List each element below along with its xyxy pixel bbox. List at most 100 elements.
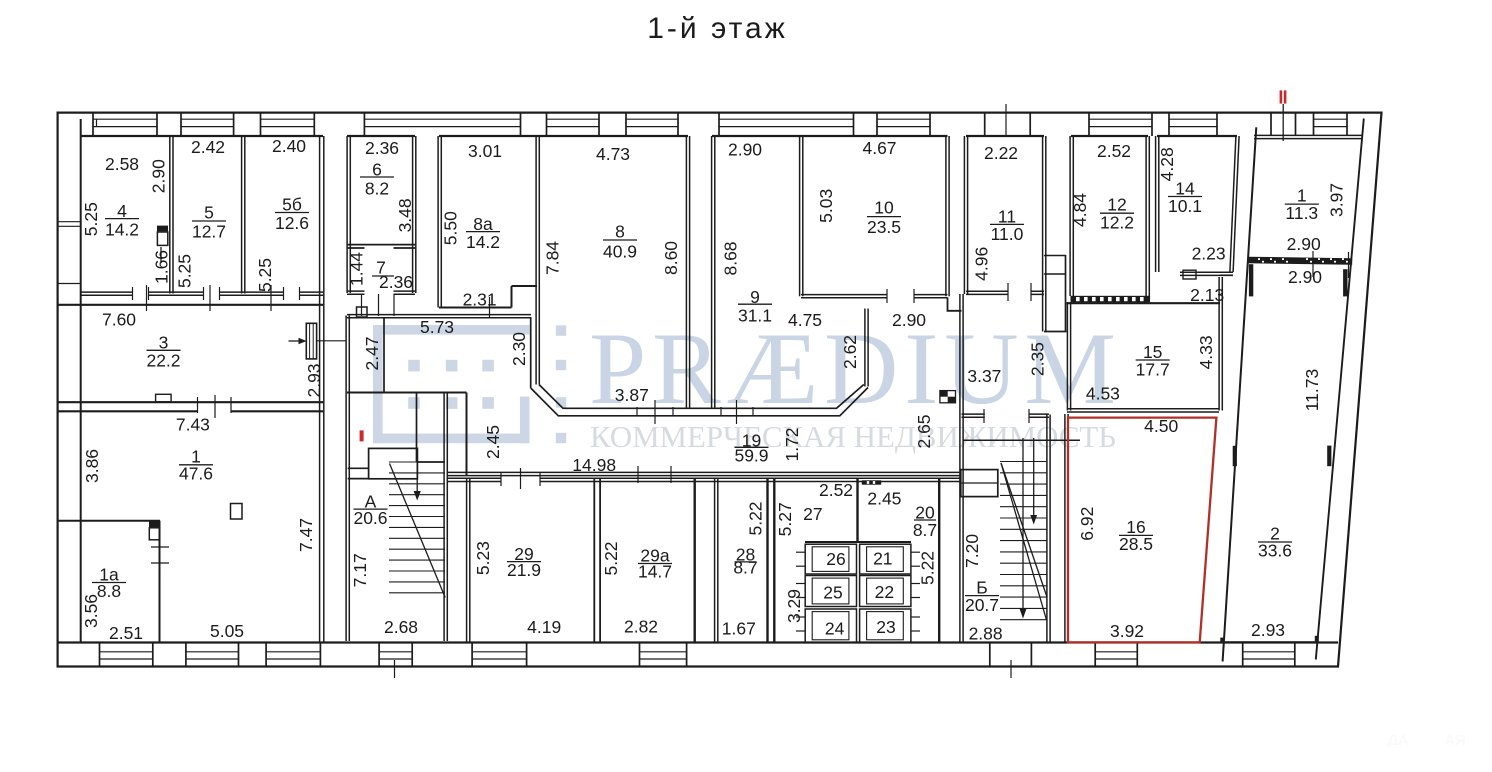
svg-text:7.20: 7.20 — [962, 534, 982, 568]
svg-text:3.86: 3.86 — [82, 449, 102, 483]
svg-text:5.25: 5.25 — [81, 202, 101, 236]
svg-text:22: 22 — [875, 582, 894, 602]
svg-text:3.97: 3.97 — [1327, 183, 1347, 217]
svg-text:59.9: 59.9 — [734, 446, 768, 466]
svg-text:7.60: 7.60 — [102, 310, 136, 330]
svg-text:7.84: 7.84 — [543, 241, 563, 275]
svg-text:2.36: 2.36 — [365, 138, 399, 158]
svg-text:5.25: 5.25 — [255, 258, 275, 292]
svg-text:4.75: 4.75 — [788, 310, 822, 330]
svg-text:2.35: 2.35 — [1028, 342, 1048, 376]
svg-text:2.93: 2.93 — [304, 363, 324, 397]
svg-text:5.22: 5.22 — [918, 551, 938, 585]
svg-text:2.82: 2.82 — [624, 617, 658, 637]
svg-text:28.5: 28.5 — [1119, 534, 1153, 554]
svg-text:5б: 5б — [282, 195, 302, 215]
svg-text:2.22: 2.22 — [984, 143, 1018, 163]
svg-text:25: 25 — [823, 583, 842, 603]
svg-text:2.36: 2.36 — [379, 272, 413, 292]
svg-text:5.25: 5.25 — [175, 254, 195, 288]
svg-text:8а: 8а — [473, 214, 493, 234]
svg-text:5.22: 5.22 — [746, 501, 766, 535]
svg-text:23.5: 23.5 — [867, 217, 901, 237]
svg-text:2.52: 2.52 — [819, 480, 853, 500]
svg-text:4.19: 4.19 — [527, 617, 561, 637]
svg-text:8.8: 8.8 — [97, 581, 121, 601]
svg-text:2.47: 2.47 — [362, 336, 382, 370]
svg-text:12.2: 12.2 — [1100, 213, 1134, 233]
svg-text:29а: 29а — [640, 546, 669, 566]
svg-text:9: 9 — [750, 287, 760, 307]
svg-text:20.6: 20.6 — [353, 508, 387, 528]
svg-text:33.6: 33.6 — [1258, 541, 1292, 561]
svg-text:6: 6 — [372, 159, 382, 179]
svg-text:АЯ: АЯ — [1444, 732, 1466, 749]
svg-text:23: 23 — [876, 617, 895, 637]
svg-text:8.68: 8.68 — [721, 241, 741, 275]
svg-text:27: 27 — [803, 504, 822, 524]
svg-text:2.13: 2.13 — [1190, 285, 1224, 305]
svg-text:40.9: 40.9 — [603, 242, 637, 262]
svg-text:5: 5 — [204, 203, 214, 223]
svg-text:2.68: 2.68 — [384, 617, 418, 637]
svg-text:17.7: 17.7 — [1136, 360, 1170, 380]
svg-text:3.29: 3.29 — [784, 589, 804, 623]
svg-text:29: 29 — [514, 544, 533, 564]
svg-text:2.42: 2.42 — [191, 137, 225, 157]
svg-text:10: 10 — [874, 198, 894, 218]
svg-text:15: 15 — [1143, 342, 1162, 362]
svg-text:4.33: 4.33 — [1196, 335, 1216, 369]
svg-text:1а: 1а — [99, 565, 119, 585]
svg-text:2.90: 2.90 — [1288, 267, 1322, 287]
svg-text:1.44: 1.44 — [347, 252, 367, 286]
svg-text:КОММЕРЧЕСКАЯ НЕДВИЖИМОСТЬ: КОММЕРЧЕСКАЯ НЕДВИЖИМОСТЬ — [590, 419, 1116, 454]
svg-text:5.23: 5.23 — [473, 541, 493, 575]
svg-text:5.27: 5.27 — [775, 502, 795, 536]
svg-text:12.6: 12.6 — [275, 213, 309, 233]
svg-text:Б: Б — [976, 577, 987, 597]
svg-text:8.2: 8.2 — [365, 179, 389, 199]
svg-text:PRÆDIUM: PRÆDIUM — [589, 312, 1116, 426]
svg-text:2.62: 2.62 — [840, 335, 860, 369]
svg-text:26: 26 — [826, 549, 845, 569]
svg-text:7.17: 7.17 — [350, 553, 370, 587]
svg-text:3.37: 3.37 — [967, 366, 1001, 386]
svg-text:11.3: 11.3 — [1285, 203, 1318, 223]
svg-text:2: 2 — [1270, 524, 1280, 544]
svg-text:2.31: 2.31 — [463, 290, 497, 310]
svg-text:5.03: 5.03 — [816, 189, 836, 223]
svg-text:2.58: 2.58 — [105, 154, 139, 174]
svg-text:4.96: 4.96 — [972, 247, 992, 281]
svg-text:7.43: 7.43 — [176, 414, 210, 434]
svg-text:1: 1 — [1297, 186, 1307, 206]
svg-text:4.28: 4.28 — [1157, 147, 1177, 181]
svg-text:4: 4 — [117, 201, 127, 221]
svg-text:4.84: 4.84 — [1070, 193, 1090, 227]
svg-text:19: 19 — [742, 431, 761, 451]
svg-text:3: 3 — [159, 332, 169, 352]
svg-text:21.9: 21.9 — [507, 560, 541, 580]
svg-text:14.2: 14.2 — [105, 220, 139, 240]
svg-text:4.53: 4.53 — [1086, 384, 1120, 404]
svg-text:5.50: 5.50 — [441, 211, 461, 245]
svg-text:4.73: 4.73 — [596, 144, 630, 164]
svg-text:7.47: 7.47 — [296, 518, 316, 552]
svg-text:5.73: 5.73 — [420, 317, 454, 337]
svg-text:20: 20 — [915, 503, 935, 523]
svg-text:22.2: 22.2 — [146, 351, 180, 371]
svg-text:21: 21 — [873, 548, 892, 568]
svg-text:ДА: ДА — [1387, 732, 1409, 749]
svg-text:4.50: 4.50 — [1144, 416, 1178, 436]
svg-text:6.92: 6.92 — [1077, 507, 1097, 541]
svg-text:1-й этаж: 1-й этаж — [647, 12, 788, 45]
svg-text:12.7: 12.7 — [192, 222, 226, 242]
svg-text:3.48: 3.48 — [395, 198, 415, 232]
svg-text:2.90: 2.90 — [892, 310, 926, 330]
svg-text:8: 8 — [615, 221, 625, 241]
svg-text:5.22: 5.22 — [601, 541, 621, 575]
svg-text:10.1: 10.1 — [1168, 196, 1202, 216]
svg-text:20.7: 20.7 — [965, 595, 999, 615]
svg-text:14.7: 14.7 — [638, 562, 672, 582]
svg-text:4.67: 4.67 — [862, 138, 896, 158]
svg-text:14: 14 — [1175, 179, 1195, 199]
